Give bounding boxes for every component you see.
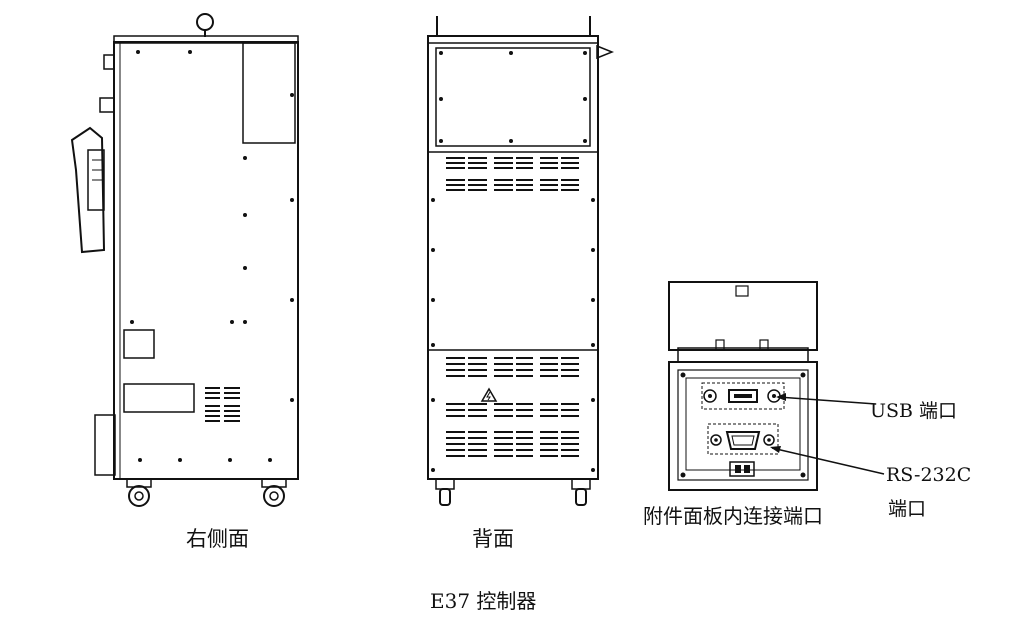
usb-port-label: USB 端口	[870, 400, 958, 422]
high-voltage-warning-icon	[480, 387, 498, 402]
back-caster-left	[435, 478, 455, 506]
rs232-leader-line	[771, 447, 885, 475]
rs232-port-label-line2: 端口	[888, 498, 927, 520]
back-upper-vents	[446, 157, 579, 191]
side-screws	[130, 50, 294, 462]
side-access-panel	[242, 42, 296, 144]
back-caster-right	[571, 478, 591, 506]
usb-port	[728, 389, 758, 403]
side-caster-left	[126, 478, 152, 507]
back-lower-vents	[446, 357, 579, 457]
accessory-panel	[668, 281, 885, 491]
side-caster-right	[261, 478, 287, 507]
right-side-view-label: 右侧面	[186, 527, 249, 551]
side-pendant-handle	[70, 126, 106, 254]
back-view-label: 背面	[472, 527, 514, 551]
side-body	[113, 41, 299, 480]
right-side-view	[70, 13, 299, 507]
rs232-port-label-line1: RS-232C	[886, 464, 972, 486]
side-vent	[205, 387, 240, 422]
side-bottom-panel	[123, 383, 195, 413]
panel-lid	[668, 281, 818, 351]
back-screws	[431, 51, 595, 472]
back-body	[427, 35, 599, 480]
rs232-port-area	[707, 423, 779, 455]
side-small-panel	[123, 329, 155, 359]
panel-body	[668, 361, 818, 491]
usb-leader-line	[777, 396, 877, 405]
back-top-panel	[435, 47, 591, 147]
rs232-port	[725, 431, 761, 450]
lifting-eye	[196, 13, 214, 31]
back-view	[427, 16, 615, 506]
panel-view-label: 附件面板内连接端口	[643, 504, 823, 528]
figure-title: E37 控制器	[430, 589, 537, 613]
